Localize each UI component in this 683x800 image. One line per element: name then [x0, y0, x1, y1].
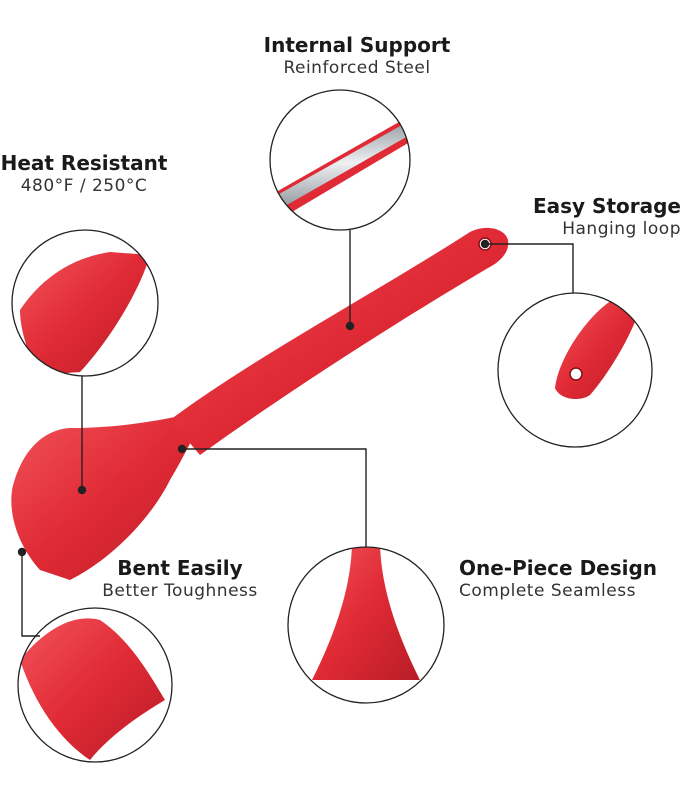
- callout-subtitle: Reinforced Steel: [283, 58, 431, 78]
- spatula-head: [11, 408, 211, 580]
- callout-subtitle: 480°F / 250°C: [20, 176, 148, 196]
- callout-easy-storage: Easy Storage Hanging loop: [533, 194, 681, 240]
- detail-circle-bent-easily: [17, 607, 173, 763]
- callout-title: Heat Resistant: [0, 151, 168, 175]
- detail-circle-internal-support: [269, 89, 411, 231]
- callout-title: One-Piece Design: [459, 556, 658, 580]
- leader-lines: [17, 230, 574, 637]
- detail-circle-easy-storage: [497, 292, 653, 448]
- callout-subtitle: Complete Seamless: [459, 581, 636, 601]
- spatula-handle: [170, 227, 509, 455]
- detail-circle-one-piece: [287, 546, 445, 704]
- callout-one-piece-design: One-Piece Design Complete Seamless: [459, 556, 657, 602]
- leader-easy-storage: [485, 243, 574, 293]
- callout-subtitle: Hanging loop: [562, 219, 681, 239]
- leader-one-piece: [182, 448, 367, 547]
- callout-title: Internal Support: [263, 33, 451, 57]
- callout-bent-easily: Bent Easily Better Toughness: [102, 556, 258, 602]
- callout-internal-support: Internal Support Reinforced Steel: [264, 33, 451, 79]
- callout-heat-resistant: Heat Resistant 480°F / 250°C: [1, 151, 168, 197]
- spatula: [11, 227, 509, 580]
- leader-bent-easily: [21, 552, 40, 637]
- callout-title: Easy Storage: [532, 194, 681, 218]
- detail-circle-heat-resistant: [11, 229, 159, 377]
- callout-subtitle: Better Toughness: [102, 581, 258, 601]
- callout-title: Bent Easily: [117, 556, 243, 580]
